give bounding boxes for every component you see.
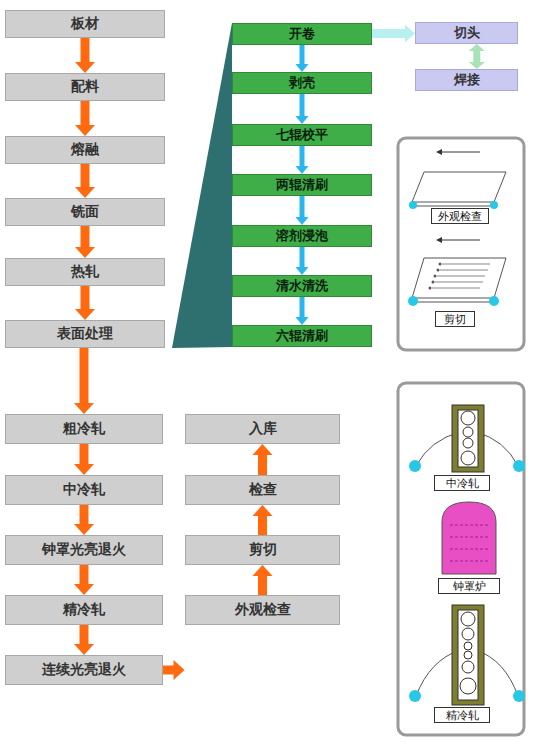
process-box: 铣面 — [5, 198, 165, 226]
node-text: 外观检查 — [235, 601, 291, 619]
node-text: 两辊清刷 — [276, 176, 328, 194]
node-text: 溶剂浸泡 — [276, 227, 328, 245]
node-text: 配料 — [71, 78, 99, 96]
sub-step-box: 两辊清刷 — [232, 174, 372, 196]
process-box: 熔融 — [5, 136, 165, 164]
node-text: 清水清洗 — [276, 277, 328, 295]
flow-arrow — [74, 444, 94, 475]
sub-step-box: 剥壳 — [232, 72, 372, 94]
cutting-figure — [408, 237, 506, 306]
flow-arrow — [296, 45, 309, 72]
node-text: 剥壳 — [289, 74, 315, 92]
node-text: 铣面 — [71, 203, 99, 221]
node-text: 焊接 — [454, 71, 480, 89]
node-text: 中冷轧 — [63, 481, 105, 499]
sub-step-box: 溶剂浸泡 — [232, 225, 372, 247]
node-text: 开卷 — [289, 25, 315, 43]
node-text: 精冷轧 — [446, 708, 479, 723]
flow-arrow — [74, 505, 94, 535]
sheet-figure — [409, 149, 506, 209]
figure-label: 钟罩炉 — [438, 578, 500, 594]
flow-arrow — [75, 38, 95, 73]
flow-arrow — [372, 25, 415, 43]
process-box: 连续光亮退火 — [5, 655, 163, 685]
flow-arrow — [253, 505, 273, 535]
process-box: 粗冷轧 — [5, 414, 163, 444]
process-box: 入库 — [185, 414, 340, 444]
node-text: 七辊校平 — [276, 126, 328, 144]
side-step-box: 焊接 — [415, 69, 518, 91]
expand-wedge — [172, 23, 232, 348]
flow-arrow — [75, 286, 95, 320]
node-text: 入库 — [249, 420, 277, 438]
node-text: 剪切 — [444, 312, 466, 327]
node-text: 剪切 — [249, 541, 277, 559]
process-box: 精冷轧 — [5, 595, 163, 625]
flow-arrow — [163, 660, 185, 680]
process-box: 中冷轧 — [5, 475, 163, 505]
process-box: 剪切 — [185, 535, 340, 565]
process-box: 表面处理 — [5, 320, 165, 348]
side-step-box: 切头 — [415, 22, 518, 44]
node-text: 表面处理 — [57, 325, 113, 343]
node-text: 熔融 — [71, 141, 99, 159]
node-text: 精冷轧 — [63, 601, 105, 619]
process-box: 外观检查 — [185, 595, 340, 625]
node-text: 六辊清刷 — [276, 327, 328, 345]
flow-arrow — [253, 565, 273, 595]
flow-arrow — [74, 625, 94, 655]
node-text: 外观检查 — [438, 209, 482, 224]
flow-arrow — [74, 565, 94, 595]
node-text: 钟罩光亮退火 — [42, 541, 126, 559]
process-box: 钟罩光亮退火 — [5, 535, 163, 565]
sub-step-box: 清水清洗 — [232, 275, 372, 297]
flow-arrow — [469, 44, 485, 69]
process-box: 配料 — [5, 73, 165, 101]
figure-label: 外观检查 — [431, 208, 489, 224]
flow-arrow — [74, 348, 94, 414]
process-box: 热轧 — [5, 258, 165, 286]
node-text: 热轧 — [71, 263, 99, 281]
node-text: 板材 — [71, 15, 99, 33]
process-box: 板材 — [5, 10, 165, 38]
mill-stand — [409, 405, 525, 472]
node-text: 连续光亮退火 — [42, 661, 126, 679]
node-text: 钟罩炉 — [453, 579, 486, 594]
flow-arrow — [75, 101, 95, 136]
figure-label: 剪切 — [435, 311, 475, 327]
bell-furnace — [442, 502, 496, 574]
process-box: 检查 — [185, 475, 340, 505]
figure-label: 精冷轧 — [434, 707, 490, 723]
flow-arrow — [75, 226, 95, 258]
flow-arrow — [296, 297, 309, 325]
node-text: 中冷轧 — [446, 476, 479, 491]
mill-stand — [409, 605, 525, 705]
flow-arrow — [296, 146, 309, 174]
flow-arrow — [253, 444, 273, 475]
node-text: 检查 — [249, 481, 277, 499]
sub-step-box: 七辊校平 — [232, 124, 372, 146]
figure-panel — [398, 383, 524, 735]
flow-arrow — [75, 164, 95, 198]
flow-arrow — [296, 247, 309, 275]
node-text: 切头 — [454, 24, 480, 42]
sub-step-box: 开卷 — [232, 23, 372, 45]
sub-step-box: 六辊清刷 — [232, 325, 372, 347]
node-text: 粗冷轧 — [63, 420, 105, 438]
figure-label: 中冷轧 — [434, 475, 490, 491]
flow-arrow — [296, 196, 309, 225]
flow-arrow — [296, 94, 309, 124]
figure-panel — [398, 138, 524, 350]
